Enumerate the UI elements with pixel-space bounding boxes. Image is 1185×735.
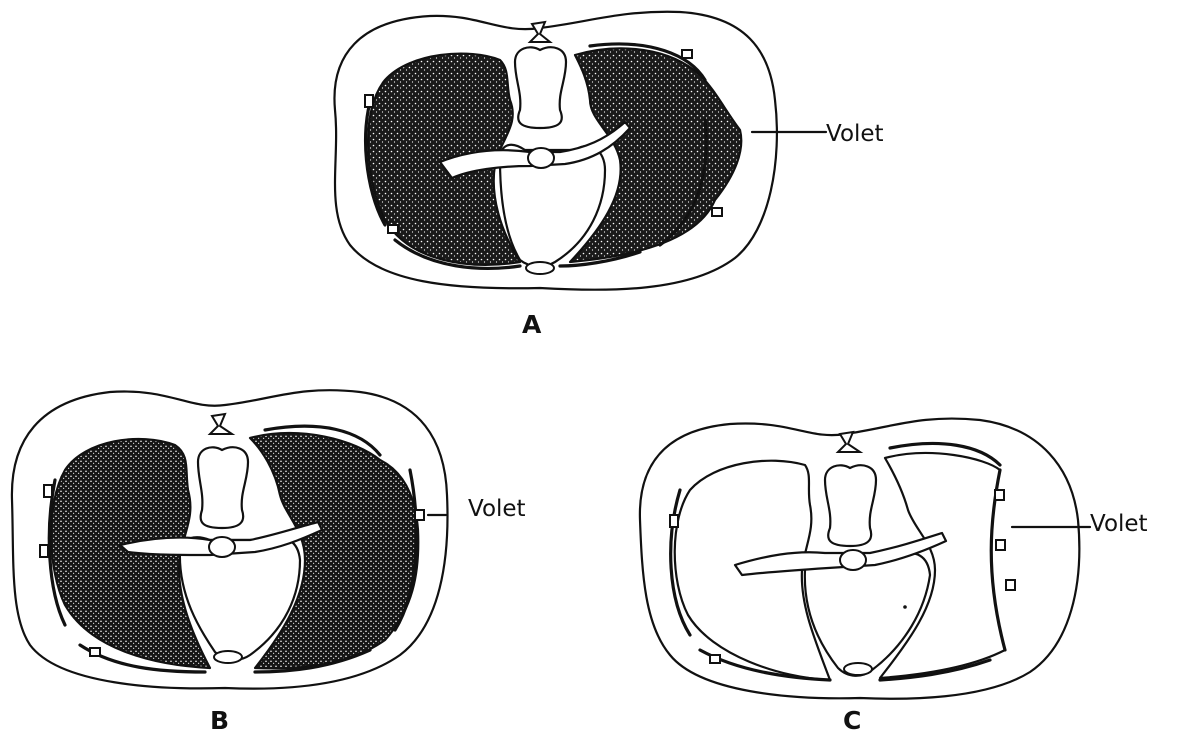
rib-section-c5	[710, 655, 720, 663]
sternum-c	[844, 663, 872, 675]
rib-section-c2	[995, 490, 1004, 500]
esophagus-b	[209, 537, 235, 557]
rib-section-a4	[712, 208, 722, 216]
panel-caption-a: A	[522, 310, 542, 339]
rib-section-a1	[365, 95, 373, 107]
esophagus-c	[840, 550, 866, 570]
rib-section-b3	[415, 510, 424, 520]
spinous-process-a	[530, 22, 550, 42]
panel-a: Volet A	[334, 12, 883, 339]
panel-caption-b: B	[210, 706, 229, 735]
vertebra-a	[515, 47, 566, 128]
vertebra-b	[198, 447, 248, 528]
rib-section-a2	[388, 225, 398, 233]
rib-section-b4	[90, 648, 100, 656]
rib-section-c3	[996, 540, 1005, 550]
rib-section-c4	[1006, 580, 1015, 590]
esophagus-a	[528, 148, 554, 168]
spinous-process-b	[210, 414, 232, 434]
panel-c: Volet C	[640, 419, 1148, 735]
flap-label-b: Volet	[468, 496, 526, 522]
sternum-b	[214, 651, 242, 663]
vertebra-c	[825, 465, 876, 546]
rib-section-b1	[44, 485, 52, 497]
rib-section-c1	[670, 515, 678, 527]
heart-dot-c	[903, 605, 907, 609]
rib-section-a3	[682, 50, 692, 58]
rib-section-b2	[40, 545, 48, 557]
sternum-a	[526, 262, 554, 274]
flap-label-a: Volet	[826, 121, 884, 147]
spinous-process-c	[838, 432, 860, 452]
flap-label-c: Volet	[1090, 511, 1148, 537]
panel-b: Volet B	[12, 390, 526, 735]
panel-caption-c: C	[843, 706, 861, 735]
